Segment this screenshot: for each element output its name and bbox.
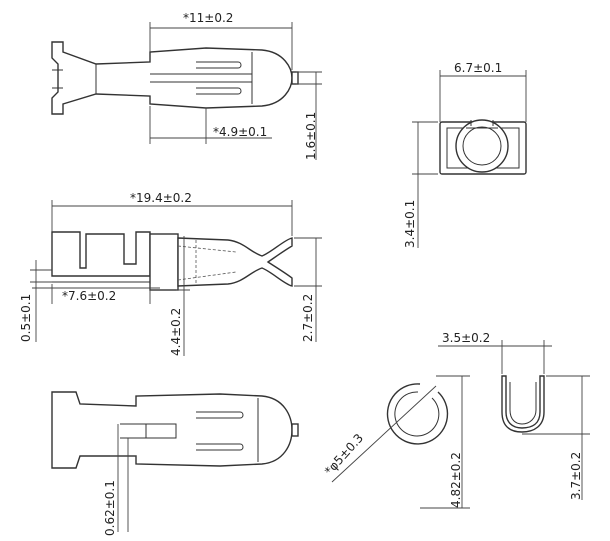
side-view-base <box>52 275 150 283</box>
dim-u-clip-width: 3.5±0.2 <box>442 331 490 345</box>
dim-ring-height: 4.82±0.2 <box>449 452 463 508</box>
end-dimensions: 6.7±0.1 3.4±0.1 <box>403 61 527 248</box>
top-view-slot-upper <box>196 61 242 69</box>
dim-top-inner-length: *4.9±0.1 <box>213 125 267 139</box>
end-view-ring-inner <box>462 126 502 166</box>
u-clip-dimensions: 3.5±0.2 3.7±0.2 <box>438 331 590 500</box>
end-view <box>439 119 527 175</box>
u-clip-outer <box>501 375 545 433</box>
side-view-wire-crimp <box>51 231 151 277</box>
u-clip-view <box>501 375 545 433</box>
end-view-tabs <box>466 120 498 129</box>
bottom-view-tip <box>291 423 299 437</box>
dim-side-crimp-height: 4.4±0.2 <box>169 308 183 356</box>
top-view-tip <box>291 71 299 85</box>
dim-bottom-slot-width: 0.62±0.1 <box>103 480 117 536</box>
bottom-view-lines <box>120 398 259 462</box>
side-view-insulation-barrel <box>149 233 179 291</box>
dim-side-overall-length: *19.4±0.2 <box>130 191 192 205</box>
side-view-contact-body <box>177 237 293 287</box>
dim-side-tab-thickness: 0.5±0.1 <box>19 294 33 342</box>
top-view <box>51 41 299 115</box>
side-view <box>51 231 293 291</box>
ring-view-inner <box>394 391 440 437</box>
top-dimensions: *11±0.2 *4.9±0.1 1.6±0.1 <box>149 11 322 160</box>
top-view-slot-lower <box>196 87 242 95</box>
top-view-body <box>51 41 293 115</box>
dim-side-wire-length: *7.6±0.2 <box>62 289 116 303</box>
end-view-ring-outer <box>455 119 509 173</box>
dim-side-contact-height: 2.7±0.2 <box>301 294 315 342</box>
dim-u-clip-height: 3.7±0.2 <box>569 452 583 500</box>
dim-top-overall-length: *11±0.2 <box>183 11 233 25</box>
bottom-dimensions: 0.62±0.1 <box>103 424 136 536</box>
dim-top-height: 1.6±0.1 <box>304 112 318 160</box>
top-view-collar <box>52 69 63 89</box>
bottom-view-slot <box>145 423 177 439</box>
bottom-view <box>51 391 299 469</box>
dim-end-view-height: 3.4±0.1 <box>403 200 417 248</box>
dim-end-view-width: 6.7±0.1 <box>454 61 502 75</box>
side-view-dashed-lines <box>177 240 237 284</box>
side-dimensions: *19.4±0.2 *7.6±0.2 0.5±0.1 4.4±0.2 2.7±0… <box>19 191 322 356</box>
u-clip-inner <box>509 382 537 425</box>
top-view-lines <box>95 52 253 104</box>
ring-view <box>386 383 449 445</box>
bottom-view-body <box>51 391 293 469</box>
